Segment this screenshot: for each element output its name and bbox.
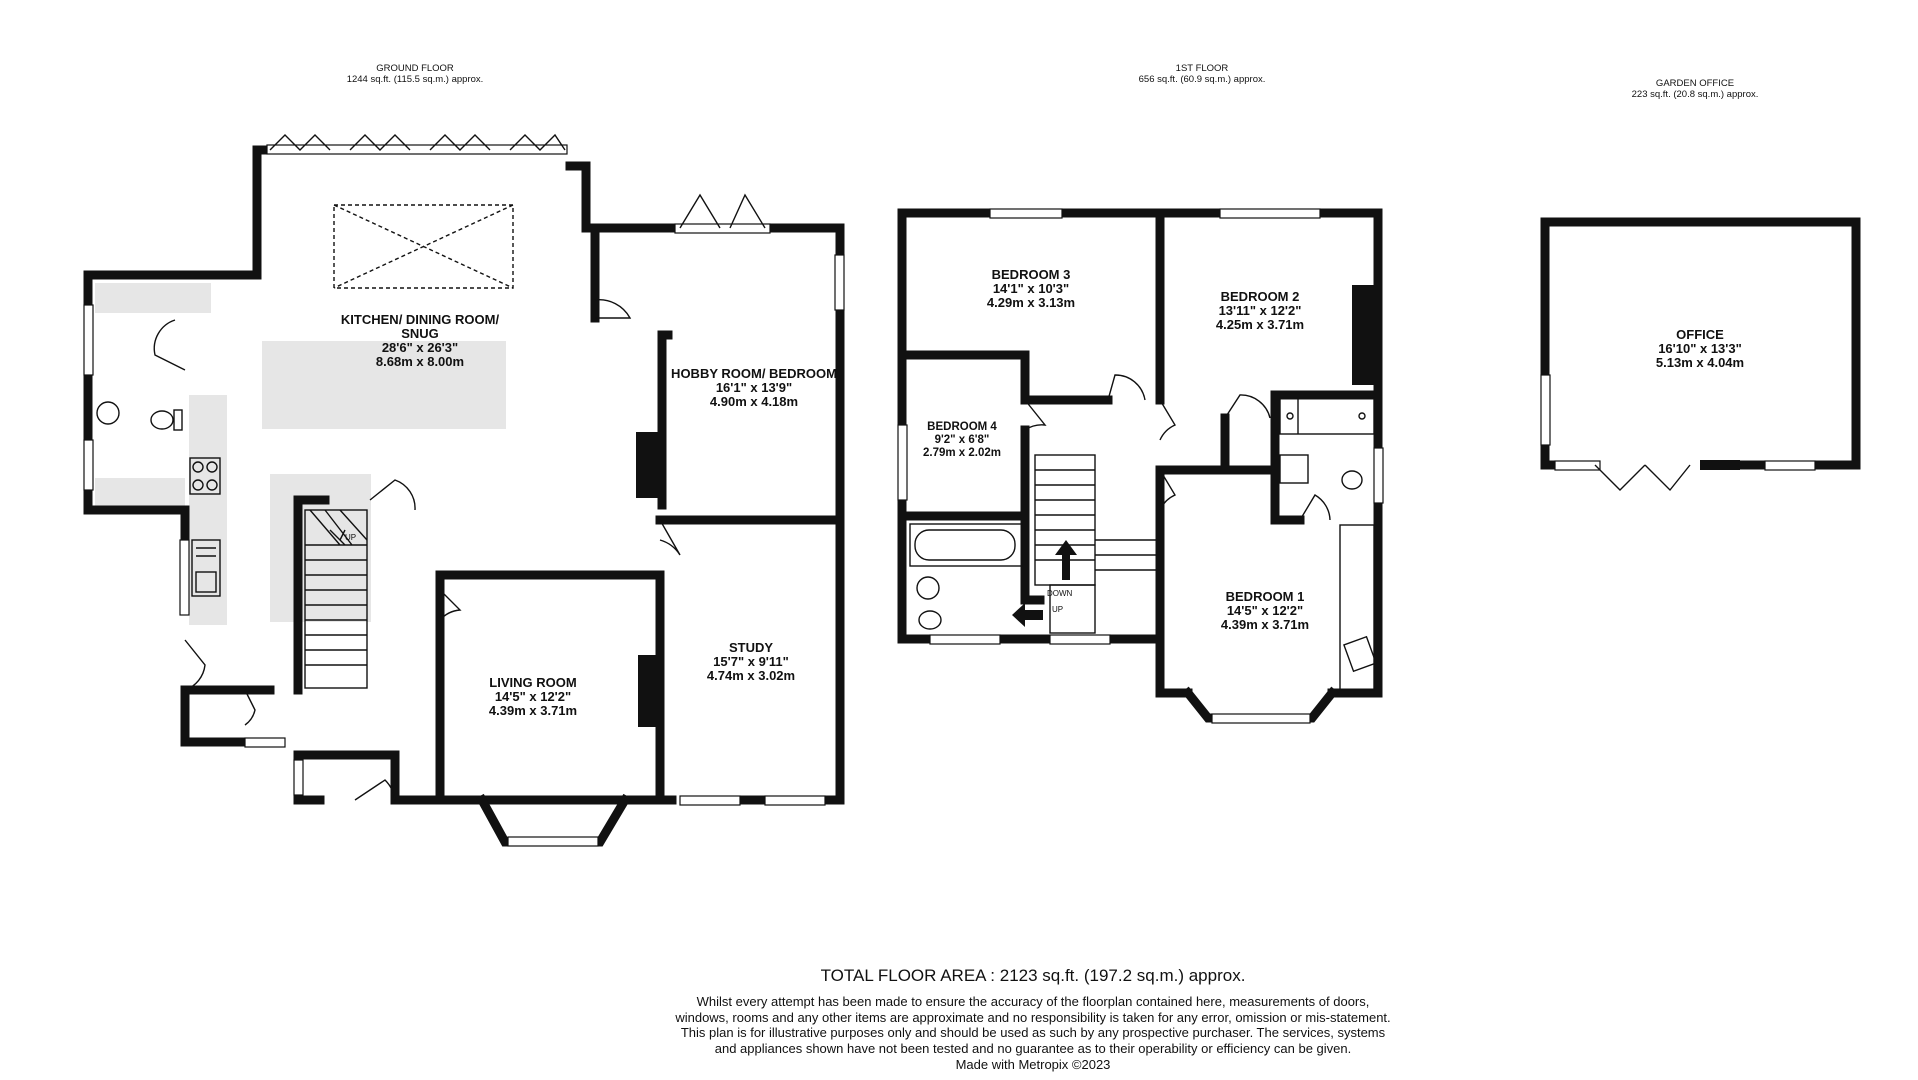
- wall-entrance: [293, 750, 445, 805]
- kitchen-island: [262, 341, 506, 429]
- stairs-down-label: DOWN: [1047, 589, 1073, 598]
- total-floor-area: TOTAL FLOOR AREA : 2123 sq.ft. (197.2 sq…: [820, 966, 1246, 985]
- first-stairs: [1012, 454, 1160, 634]
- utility-worktop-lower: [95, 478, 185, 508]
- ground-floor-header: GROUND FLOOR 1244 sq.ft. (115.5 sq.m.) a…: [347, 63, 484, 85]
- credit-text: Made with Metropix ©2023: [955, 1057, 1111, 1072]
- wardrobe-bedroom2: [1352, 285, 1378, 385]
- room-label-bedroom4: BEDROOM 4 9'2" x 6'8" 2.79m x 2.02m: [923, 421, 1001, 460]
- ground-floor-name: GROUND FLOOR: [376, 63, 454, 74]
- room-label-bedroom2: BEDROOM 2 13'11" x 12'2" 4.25m x 3.71m: [1216, 290, 1304, 332]
- kitchen-worktop: [189, 395, 227, 625]
- hob: [189, 457, 221, 495]
- first-floor-name: 1ST FLOOR: [1175, 63, 1229, 74]
- room-label-study: STUDY 15'7" x 9'11" 4.74m x 3.02m: [707, 641, 795, 683]
- utility-worktop: [95, 283, 211, 313]
- room-dims-imperial: 28'6" x 26'3": [381, 340, 459, 355]
- room-label-office: OFFICE 16'10" x 13'3" 5.13m x 4.04m: [1656, 328, 1744, 370]
- room-dims-metric: 4.90m x 4.18m: [709, 394, 799, 409]
- stairs-up-label-first: UP: [1052, 605, 1064, 614]
- fireplace-living: [638, 655, 662, 727]
- room-dims-imperial: 14'5" x 12'2": [1226, 603, 1304, 618]
- room-dims-metric: 4.39m x 3.71m: [1220, 617, 1310, 632]
- garden-office-plan: [1540, 217, 1861, 492]
- room-name: BEDROOM 3: [991, 267, 1071, 282]
- room-dims-metric: 5.13m x 4.04m: [1655, 355, 1745, 370]
- room-name: BEDROOM 4: [927, 421, 997, 433]
- garden-office-area: 223 sq.ft. (20.8 sq.m.) approx.: [1631, 89, 1759, 100]
- disclaimer-text: Whilst every attempt has been made to en…: [675, 994, 1391, 1056]
- room-name: BEDROOM 2: [1220, 289, 1300, 304]
- room-label-hobby: HOBBY ROOM/ BEDROOM 16'1" x 13'9" 4.90m …: [671, 367, 837, 409]
- room-label-bedroom3: BEDROOM 3 14'1" x 10'3" 4.29m x 3.13m: [987, 268, 1075, 310]
- first-floor-area: 656 sq.ft. (60.9 sq.m.) approx.: [1138, 74, 1266, 85]
- bay-window-living: [475, 793, 632, 847]
- fireplace-hobby: [636, 432, 660, 498]
- room-dims-metric: 8.68m x 8.00m: [375, 354, 465, 369]
- bathroom-basin: [916, 576, 940, 600]
- ensuite-basin: [1279, 454, 1309, 484]
- room-label-kitchen: KITCHEN/ DINING ROOM/ SNUG 28'6" x 26'3"…: [341, 313, 499, 369]
- bedroom1-wardrobe: [1339, 524, 1375, 691]
- first-floor-plan: [897, 208, 1384, 724]
- room-dims-imperial: 14'1" x 10'3": [992, 281, 1070, 296]
- cloakroom-basin: [96, 401, 120, 425]
- room-name: SNUG: [401, 326, 439, 341]
- room-label-living: LIVING ROOM 14'5" x 12'2" 4.39m x 3.71m: [489, 676, 577, 718]
- room-dims-metric: 4.29m x 3.13m: [986, 295, 1076, 310]
- door-utility: [153, 319, 186, 371]
- bath: [909, 523, 1023, 567]
- bathroom-toilet: [918, 610, 942, 630]
- first-floor-header: 1ST FLOOR 656 sq.ft. (60.9 sq.m.) approx…: [1139, 63, 1266, 85]
- shower: [1279, 397, 1375, 435]
- room-name: LIVING ROOM: [489, 675, 577, 690]
- room-dims-metric: 4.25m x 3.71m: [1215, 317, 1305, 332]
- room-label-bedroom1: BEDROOM 1 14'5" x 12'2" 4.39m x 3.71m: [1221, 590, 1309, 632]
- ensuite-toilet: [1341, 470, 1363, 490]
- cloakroom-toilet: [150, 410, 174, 430]
- room-name: BEDROOM 1: [1225, 589, 1305, 604]
- room-dims-imperial: 14'5" x 12'2": [494, 689, 572, 704]
- wall-utility: [83, 145, 262, 545]
- room-dims-imperial: 16'10" x 13'3": [1658, 341, 1742, 356]
- room-dims-imperial: 13'11" x 12'2": [1218, 303, 1302, 318]
- garden-office-name: GARDEN OFFICE: [1655, 78, 1735, 89]
- skylight: [333, 204, 514, 289]
- room-name: KITCHEN/ DINING ROOM/: [340, 312, 500, 327]
- room-name: OFFICE: [1676, 327, 1724, 342]
- ground-floor-plan: [83, 133, 845, 847]
- kitchen-sink: [191, 539, 221, 597]
- stairs-up-label: UP: [345, 533, 357, 542]
- room-name: HOBBY ROOM/ BEDROOM: [671, 366, 837, 381]
- room-dims-imperial: 9'2" x 6'8": [934, 434, 990, 446]
- room-dims-metric: 4.39m x 3.71m: [488, 703, 578, 718]
- room-dims-metric: 2.79m x 2.02m: [922, 447, 1002, 459]
- ground-floor-area: 1244 sq.ft. (115.5 sq.m.) approx.: [346, 74, 484, 85]
- wall-east: [565, 161, 845, 805]
- wall-porch: [180, 685, 250, 747]
- room-name: STUDY: [728, 640, 774, 655]
- room-dims-imperial: 16'1" x 13'9": [715, 380, 793, 395]
- room-dims-imperial: 15'7" x 9'11": [713, 654, 789, 669]
- room-dims-metric: 4.74m x 3.02m: [706, 668, 796, 683]
- ground-stairs: [304, 509, 368, 689]
- garden-office-header: GARDEN OFFICE 223 sq.ft. (20.8 sq.m.) ap…: [1632, 78, 1759, 100]
